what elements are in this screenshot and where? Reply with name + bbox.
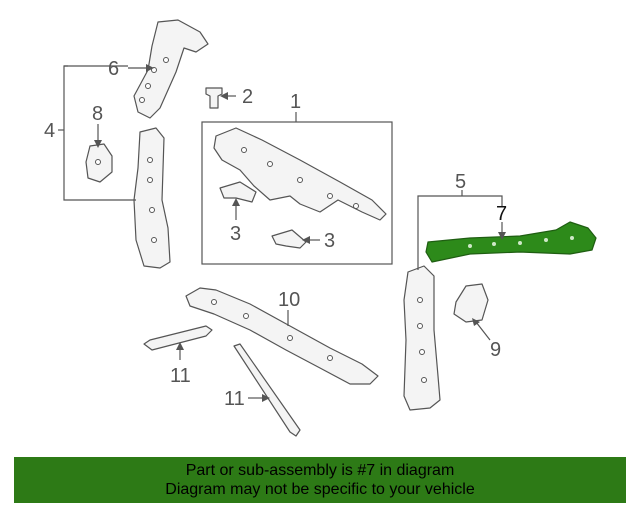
callout-9: 9: [490, 339, 501, 361]
banner-line-1: Part or sub-assembly is #7 in diagram: [185, 462, 455, 479]
part-11-rod-b[interactable]: [233, 343, 301, 437]
part-3-bracket-a[interactable]: [219, 181, 257, 203]
callout-3a: 3: [230, 223, 241, 245]
leader-lines: [58, 64, 506, 402]
info-banner: Part or sub-assembly is #7 in diagram Di…: [14, 457, 626, 503]
callout-4: 4: [44, 120, 55, 142]
part-1-support-upper[interactable]: [213, 127, 387, 221]
part-11-rod-a[interactable]: [143, 325, 213, 351]
part-7-highlighted-member[interactable]: [425, 221, 597, 263]
callout-11a: 11: [170, 365, 191, 387]
callout-6: 6: [108, 58, 119, 80]
part-5-side-support[interactable]: [403, 265, 441, 411]
part-6-upper-bracket[interactable]: [133, 19, 209, 119]
callout-7: 7: [496, 203, 507, 225]
callout-3b: 3: [324, 230, 335, 252]
callout-11b: 11: [224, 388, 245, 410]
part-8-small-bracket[interactable]: [85, 143, 113, 183]
part-9-small-bracket[interactable]: [453, 283, 489, 323]
callout-10: 10: [278, 289, 300, 311]
part-3-bracket-b[interactable]: [271, 229, 307, 249]
callout-5: 5: [455, 171, 466, 193]
part-10-lower-crossmember[interactable]: [185, 287, 379, 385]
callout-2: 2: [242, 86, 253, 108]
part-4-side-support[interactable]: [133, 127, 171, 269]
callout-8: 8: [92, 103, 103, 125]
assembly-1-box: [201, 121, 393, 265]
callout-1: 1: [290, 91, 301, 113]
banner-line-2: Diagram may not be specific to your vehi…: [165, 481, 475, 498]
part-2-bolt[interactable]: [205, 87, 223, 109]
parts-diagram: 6 2 1 8 4 3 3 5 7 9 10 11 11: [44, 19, 597, 437]
